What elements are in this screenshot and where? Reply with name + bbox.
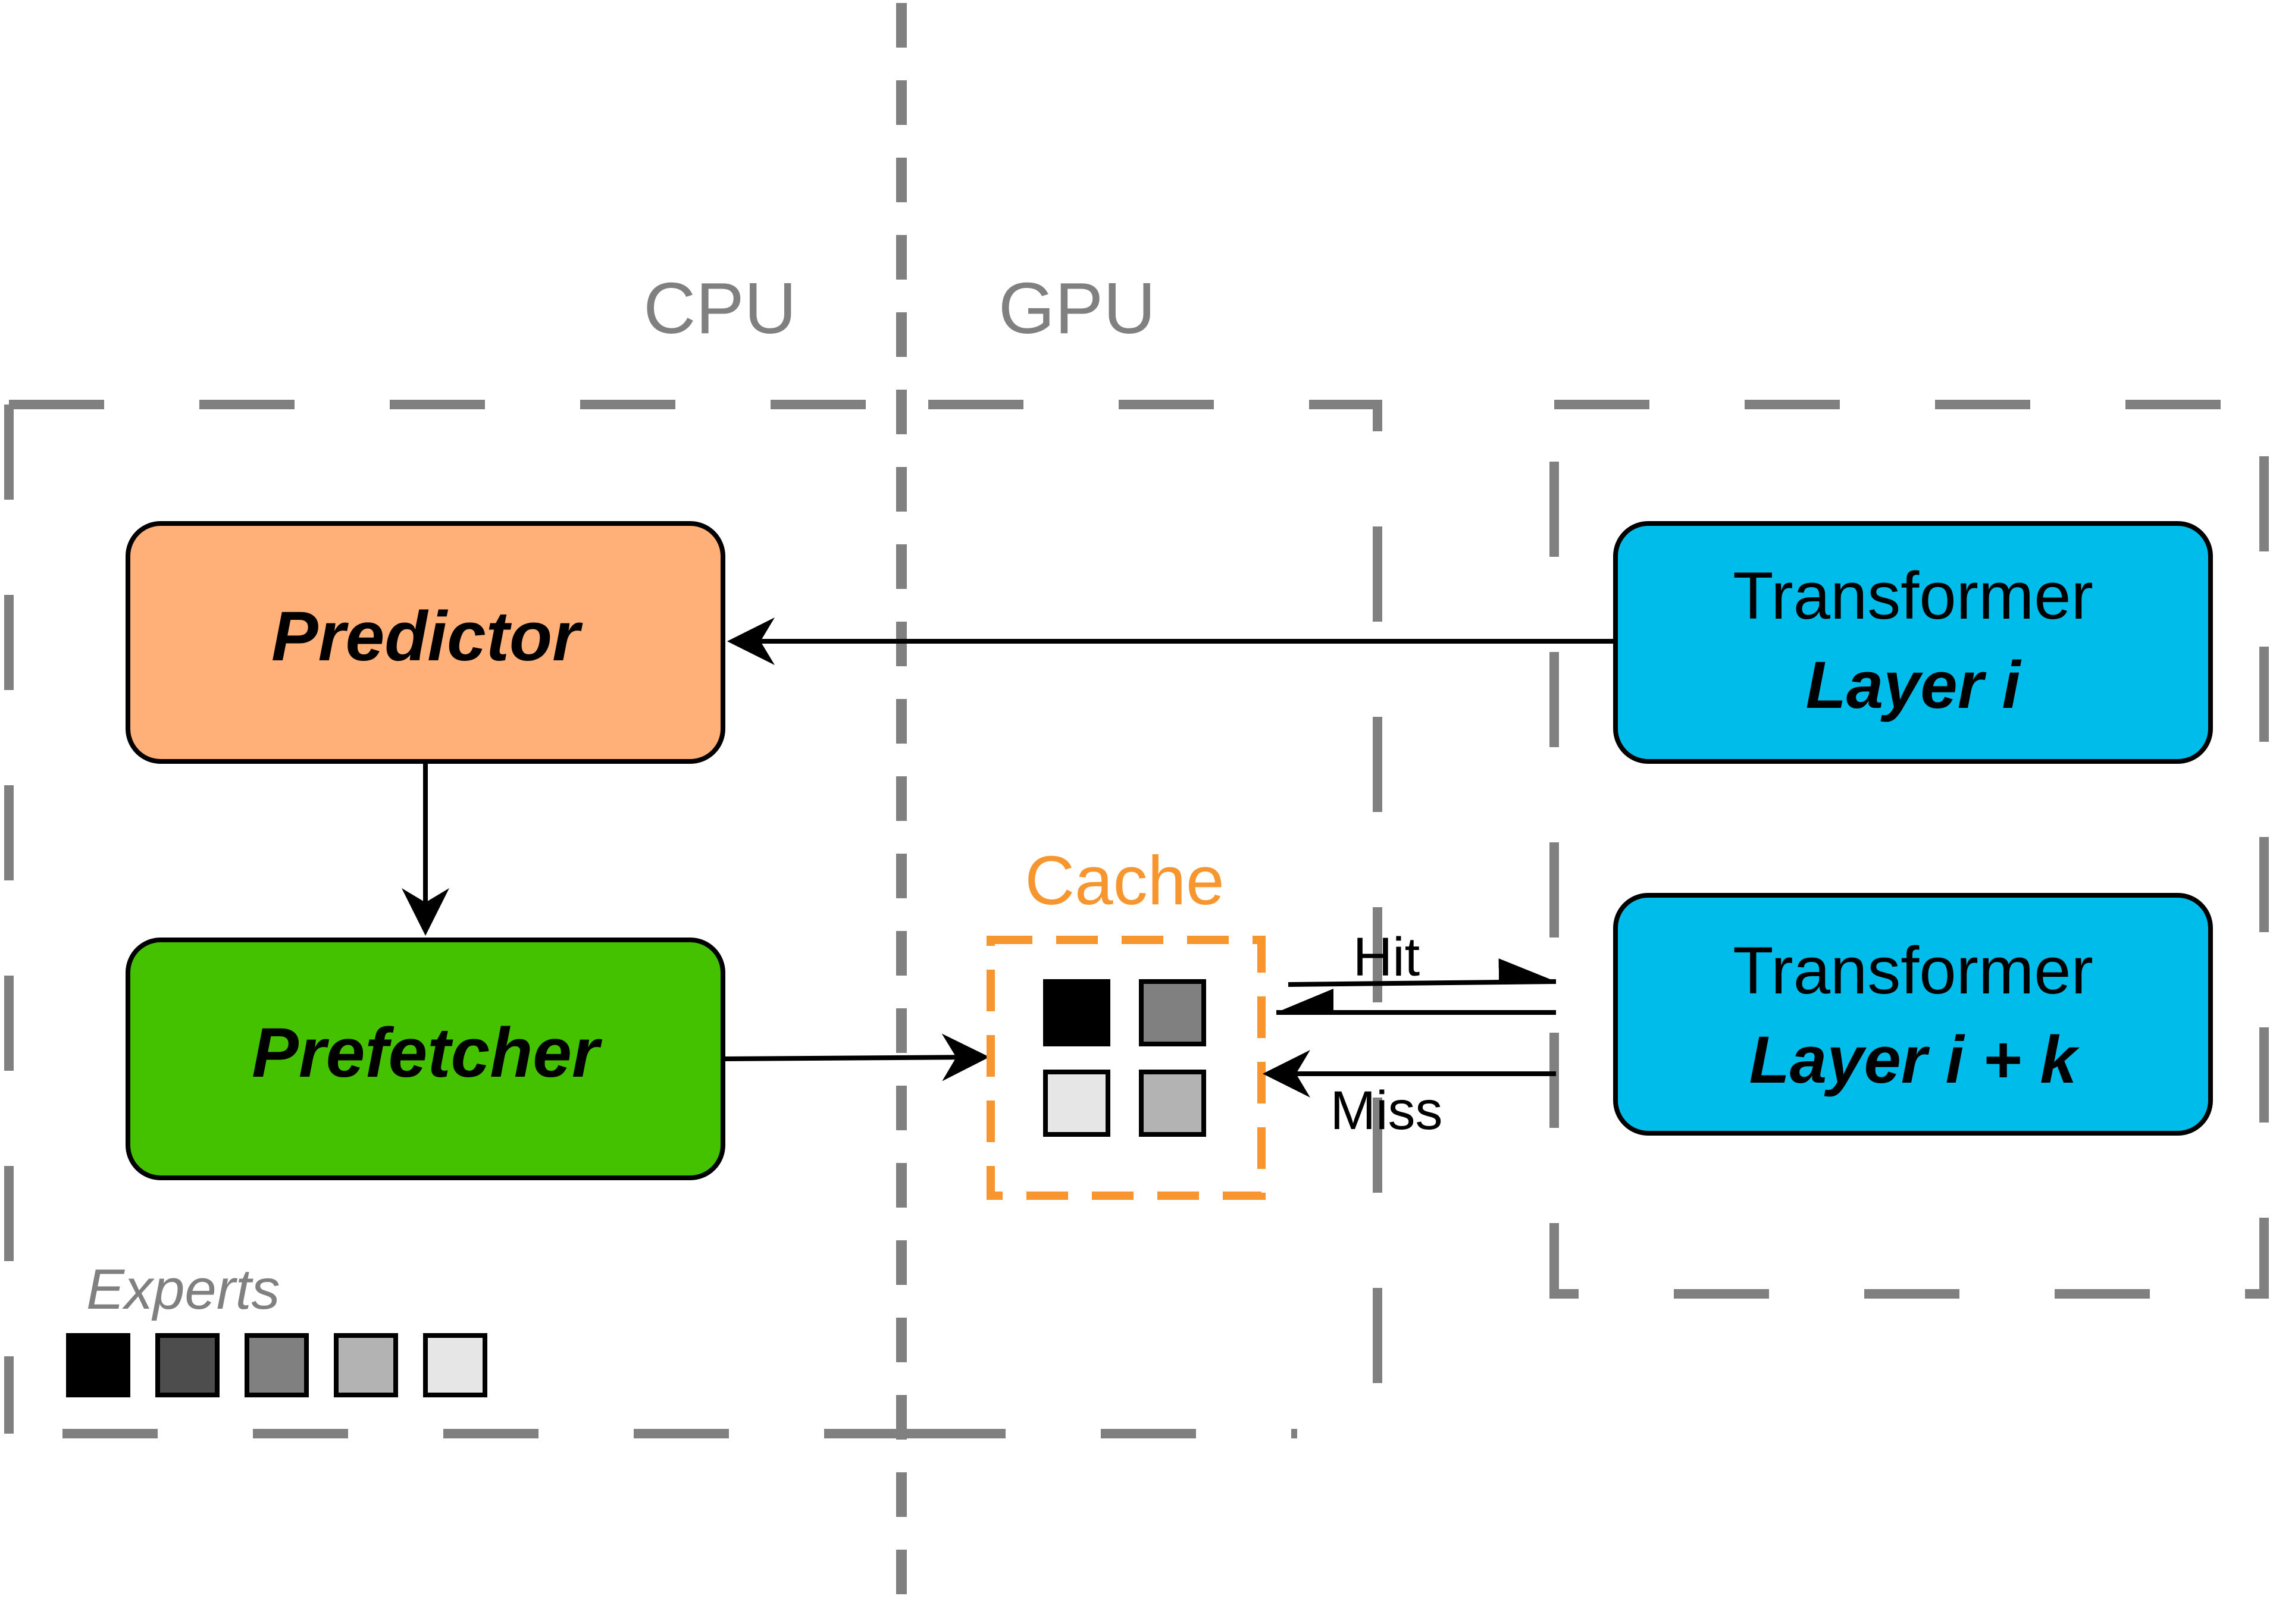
prefetcher-label: Prefetcher [252,1014,603,1092]
hit-label: Hit [1353,927,1420,987]
prefetcher-node: Prefetcher [126,938,725,1180]
layer-i-subtitle: Layer i [1805,648,2022,722]
cache-label: Cache [1025,842,1224,919]
transformer-layer-i-k-node: Transformer Layer i + k [1613,893,2213,1136]
experts-legend: Experts [66,1258,487,1397]
expert-swatch [423,1333,487,1397]
transformer-layer-i-node: Transformer Layer i [1613,521,2213,764]
layer-i-k-subtitle: Layer i + k [1749,1023,2080,1097]
layer-i-title: Transformer [1733,559,2093,633]
cache-expert-cell [1139,979,1206,1046]
miss-label: Miss [1330,1080,1442,1141]
cache-group: Cache [987,842,1266,1200]
experts-legend-label: Experts [86,1258,280,1321]
expert-swatch [155,1333,220,1397]
predictor-label: Predictor [271,597,583,676]
hit-arrow-forward [1288,958,1557,987]
gpu-label: GPU [998,268,1156,349]
expert-swatch [334,1333,398,1397]
cpu-label: CPU [643,268,797,349]
prefetcher-to-cache-arrow [722,1033,990,1081]
expert-swatch [245,1333,309,1397]
gpu-region-border [910,400,1382,1438]
predictor-node: Predictor [126,521,725,764]
expert-swatch [66,1333,130,1397]
cache-border [987,936,1266,1200]
cache-expert-cell [1043,1070,1110,1137]
cache-expert-cell [1043,979,1110,1046]
cpu-region-border [4,400,910,1438]
layer-i-k-title: Transformer [1733,933,2093,1008]
transformer-group-border [1549,400,2269,1299]
cache-expert-cell [1139,1070,1206,1137]
